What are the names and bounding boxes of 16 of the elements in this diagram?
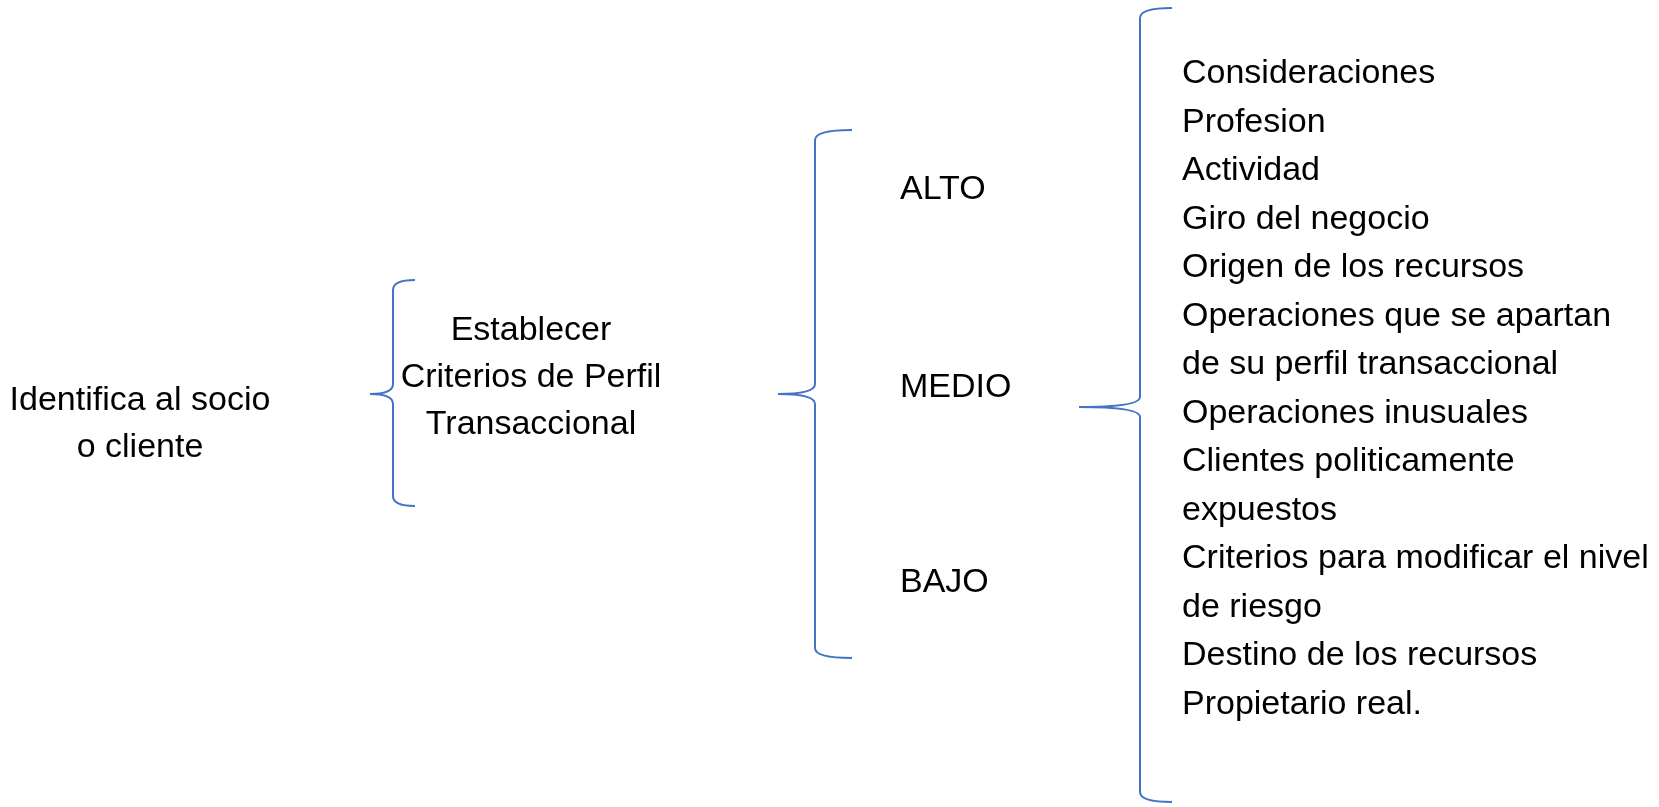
criterion-text: Profesion: [1182, 99, 1327, 141]
level-label: MEDIO: [900, 365, 1013, 406]
criterion-text: Operaciones que se apartan de su perfil transaccional: [1182, 293, 1613, 383]
criterion-text: Giro del negocio: [1182, 196, 1431, 238]
criterion-text: Consideraciones: [1182, 51, 1437, 92]
criterion-text: Actividad: [1182, 148, 1321, 189]
criterion-text: Destino de los recursos: [1182, 633, 1539, 674]
criterion-text: Criterios para modificar el nivel de riesgo: [1182, 536, 1650, 626]
criterion-text: Origen de los recursos: [1182, 245, 1526, 286]
level-label: ALTO: [900, 167, 987, 208]
step-text: Establecer Criterios de Perfil Transaccional: [399, 308, 663, 443]
root-text: Identifica al socio o cliente: [8, 378, 272, 466]
criterion-text: Clientes politicamente expuestos: [1182, 439, 1516, 529]
criterion-text: Propietario real.: [1182, 681, 1423, 723]
level-label: BAJO: [900, 560, 990, 601]
criterion-text: Operaciones inusuales: [1182, 390, 1529, 432]
